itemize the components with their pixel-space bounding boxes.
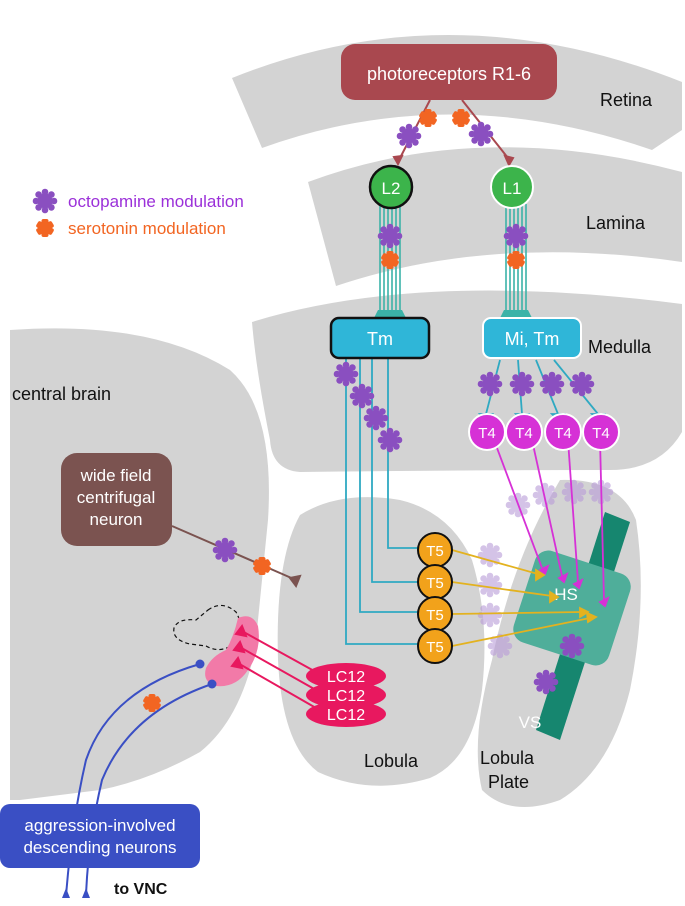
hs-neuron: HS: [513, 550, 631, 666]
lc12-node: LC12 LC12 LC12: [306, 663, 386, 727]
octopamine-marker: [559, 633, 585, 659]
t4-label: T4: [592, 425, 610, 442]
descending-neuron-soma: [207, 679, 217, 689]
l2-label: L2: [382, 179, 401, 198]
octopamine-marker: [377, 427, 403, 453]
tm-node: Tm: [329, 316, 431, 360]
retina-label: Retina: [600, 90, 653, 110]
t5-node: T5: [417, 628, 453, 664]
medulla-label: Medulla: [588, 337, 652, 357]
lobula-label: Lobula: [364, 751, 419, 771]
serotonin-legend-icon: [35, 219, 55, 237]
mi-tm-label: Mi, Tm: [505, 329, 560, 349]
t4-label: T4: [478, 425, 496, 442]
octopamine-marker: [212, 537, 238, 563]
l1-node: L1: [490, 165, 534, 209]
descending-label-line1: aggression-involved: [24, 816, 175, 835]
t4-node: T4: [468, 413, 506, 451]
octopamine-marker: [533, 669, 559, 695]
l1-label: L1: [503, 179, 522, 198]
octopamine-marker: [503, 223, 529, 249]
wide-field-label-line1: wide field: [80, 466, 152, 485]
hs-label: HS: [554, 585, 578, 604]
to-vnc-label: to VNC: [114, 881, 168, 898]
octopamine-marker: [509, 371, 535, 397]
lc12-label: LC12: [327, 669, 365, 686]
t4-to-lobula-plate-projections: [493, 439, 610, 608]
l2-node: L2: [368, 164, 414, 210]
octopamine-legend-icon: [32, 188, 58, 214]
vnc-arrow-icon: [62, 888, 70, 898]
descending-neurons-node: aggression-involved descending neurons: [0, 804, 200, 868]
t4-node: T4: [582, 413, 620, 451]
t5-label: T5: [426, 575, 444, 592]
descending-label-line2: descending neurons: [23, 838, 176, 857]
region-central-brain: [10, 328, 269, 800]
central-brain-label: central brain: [12, 384, 111, 404]
octopamine-marker: [539, 371, 565, 397]
t5-to-lobula-plate-projections: [451, 549, 598, 647]
wide-field-centrifugal-neuron-node: wide field centrifugal neuron: [61, 453, 172, 546]
t5-node: T5: [417, 596, 453, 632]
mi-tm-node: Mi, Tm: [482, 317, 582, 359]
wide-field-label-line3: neuron: [90, 510, 143, 529]
photoreceptors-label: photoreceptors R1-6: [367, 64, 531, 84]
region-lobula: [277, 497, 485, 786]
photoreceptors-node: photoreceptors R1-6: [341, 44, 557, 100]
lc12-projections: [230, 623, 317, 709]
serotonin-legend-label: serotonin modulation: [68, 219, 226, 238]
octopamine-legend-label: octopamine modulation: [68, 192, 244, 211]
octopamine-marker: [468, 121, 494, 147]
t5-node: T5: [417, 564, 453, 600]
t5-label: T5: [426, 639, 444, 656]
octopamine-marker: [333, 361, 359, 387]
dashed-outline: [173, 604, 242, 651]
t4-label: T4: [554, 425, 572, 442]
octopamine-marker: [363, 405, 389, 431]
octopamine-marker: [349, 383, 375, 409]
tm-to-t5-projections: [345, 358, 420, 645]
octopamine-marker: [569, 371, 595, 397]
t4-node: T4: [544, 413, 582, 451]
lamina-label: Lamina: [586, 213, 646, 233]
tm-label: Tm: [367, 329, 393, 349]
t5-label: T5: [426, 607, 444, 624]
lc12-label: LC12: [327, 707, 365, 724]
t5-label: T5: [426, 543, 444, 560]
wide-field-label-line2: centrifugal: [77, 488, 155, 507]
t5-node: T5: [417, 532, 453, 568]
t4-node: T4: [505, 413, 543, 451]
octopamine-marker: [477, 371, 503, 397]
octopamine-marker: [377, 223, 403, 249]
vs-label: VS: [519, 713, 542, 732]
lobula-plate-label-line1: Lobula: [480, 748, 535, 768]
descending-neuron-soma: [195, 659, 205, 669]
t4-label: T4: [515, 425, 533, 442]
legend: octopamine modulation serotonin modulati…: [32, 188, 244, 238]
octopamine-marker: [396, 123, 422, 149]
lc12-label: LC12: [327, 688, 365, 705]
region-medulla: [252, 290, 682, 472]
vnc-arrow-icon: [82, 888, 90, 898]
lobula-plate-label-line2: Plate: [488, 772, 529, 792]
